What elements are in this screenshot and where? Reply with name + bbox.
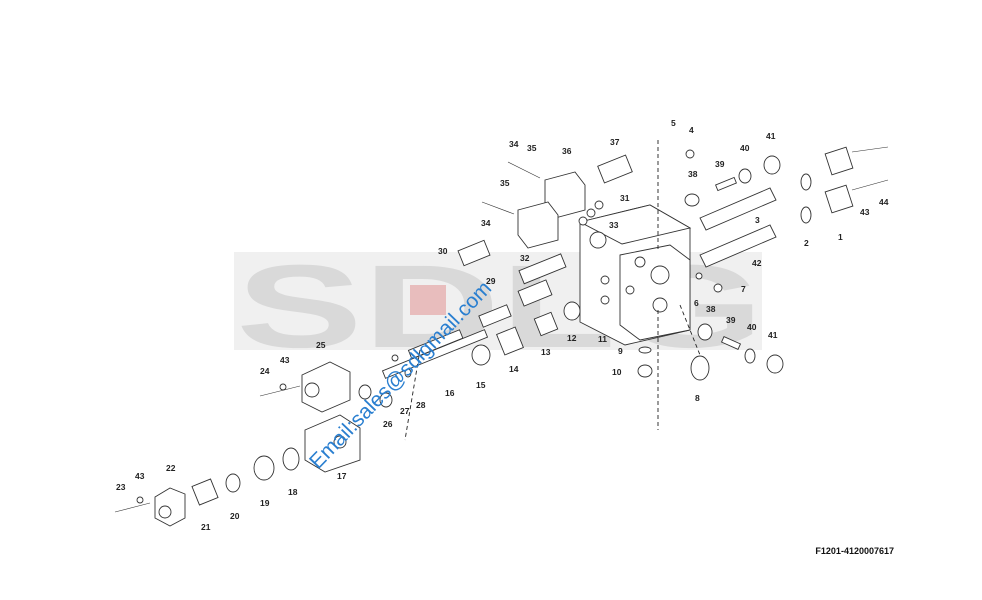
callout-34a: 34 [509,139,519,149]
callout-24: 24 [260,366,270,376]
upper-left-blocks [457,154,633,267]
callout-43b: 43 [280,355,290,365]
callout-41b: 41 [768,330,778,340]
callout-42: 42 [752,258,762,268]
callout-40b: 40 [747,322,757,332]
callout-33: 33 [609,220,619,230]
callout-21: 21 [201,522,211,532]
callout-12: 12 [567,333,577,343]
callout-6: 6 [694,298,699,308]
callout-34b: 34 [481,218,491,228]
callout-15: 15 [476,380,486,390]
callout-43a: 43 [860,207,870,217]
callout-20: 20 [230,511,240,521]
callout-22: 22 [166,463,176,473]
left-cover-assembly [259,361,412,473]
callout-14: 14 [509,364,519,374]
callout-17: 17 [337,471,347,481]
callout-9: 9 [618,346,623,356]
callout-41a: 41 [766,131,776,141]
callout-28: 28 [416,400,426,410]
callout-23: 23 [116,482,126,492]
upper-spools [684,146,889,268]
callout-10: 10 [612,367,622,377]
callout-26: 26 [383,419,393,429]
callout-13: 13 [541,347,551,357]
callout-44: 44 [879,197,889,207]
callout-40a: 40 [740,143,750,153]
callout-35a: 35 [527,143,537,153]
callout-8: 8 [695,393,700,403]
callout-43c: 43 [135,471,145,481]
valve-body [578,204,692,346]
callout-35b: 35 [500,178,510,188]
callout-19: 19 [260,498,270,508]
callout-5: 5 [671,118,676,128]
callout-39b: 39 [726,315,736,325]
callout-4: 4 [689,125,694,135]
lower-right-plug [637,272,784,381]
middle-spool-train [381,253,581,379]
callout-7: 7 [741,284,746,294]
callout-labels: 1 2 3 4 5 6 7 8 9 10 11 12 13 14 15 16 1… [116,118,889,532]
callout-11: 11 [598,334,607,344]
callout-29: 29 [486,276,496,286]
callout-37: 37 [610,137,620,147]
callout-2: 2 [804,238,809,248]
drawing-reference-code: F1201-4120007617 [815,546,894,556]
callout-38a: 38 [688,169,698,179]
callout-3: 3 [755,215,760,225]
dashed-guide-lines [404,140,701,441]
callout-16: 16 [445,388,455,398]
callout-1: 1 [838,232,843,242]
callout-30: 30 [438,246,448,256]
callout-36: 36 [562,146,572,156]
bottom-left-assembly [114,447,300,527]
callout-25: 25 [316,340,326,350]
callout-32: 32 [520,253,530,263]
callout-27: 27 [400,406,410,416]
callout-31: 31 [620,193,630,203]
callout-39a: 39 [715,159,725,169]
callout-38b: 38 [706,304,716,314]
callout-18: 18 [288,487,298,497]
